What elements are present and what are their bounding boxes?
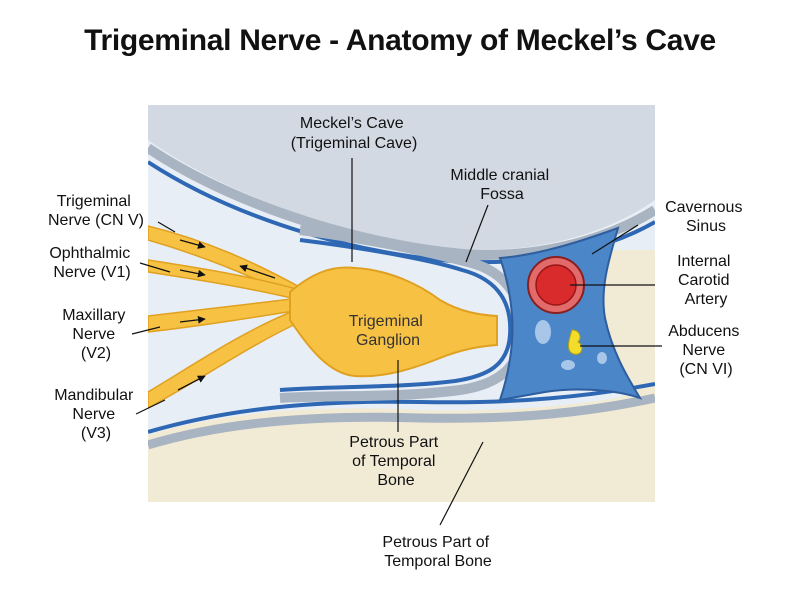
skull-upper-layer [148, 105, 655, 250]
label-mandibular-nerve: Mandibular Nerve (V3) [54, 387, 138, 442]
label-petrous-outer: Petrous Part of Temporal Bone [382, 534, 493, 570]
label-middle-cranial-fossa: Middle cranial Fossa [450, 167, 553, 203]
label-abducens-nerve: Abducens Nerve (CN VI) [668, 323, 744, 378]
ganglion-label: Trigeminal Ganglion [349, 313, 428, 349]
anatomy-panel [148, 105, 655, 502]
dura-lower-blue [148, 382, 655, 434]
label-petrous-inner: Petrous Part of Temporal Bone [349, 434, 442, 489]
cavernous-space-2 [561, 360, 575, 370]
label-internal-carotid-artery: Internal Carotid Artery [677, 253, 735, 308]
label-maxillary-nerve: Maxillary Nerve (V2) [62, 307, 130, 362]
cavernous-space-1 [535, 320, 551, 344]
diagram-title: Trigeminal Nerve - Anatomy of Meckel’s C… [84, 24, 716, 57]
cavernous-space-3 [597, 352, 607, 364]
leader-lines [131, 158, 662, 526]
nerve-branches [148, 225, 306, 409]
label-meckels-cave: Meckel’s Cave (Trigeminal Cave) [291, 115, 418, 152]
label-trigeminal-nerve: Trigeminal Nerve (CN V) [48, 193, 144, 229]
label-cavernous-sinus: Cavernous Sinus [665, 199, 747, 235]
nerve-direction-arrows [177, 239, 276, 391]
dura-lower-gray [148, 393, 655, 450]
abducens-nerve-shape [568, 329, 583, 355]
trigeminal-ganglion-shape [289, 266, 498, 378]
meckels-cave-wall [279, 238, 513, 392]
label-ophthalmic-nerve: Ophthalmic Nerve (V1) [49, 245, 134, 281]
